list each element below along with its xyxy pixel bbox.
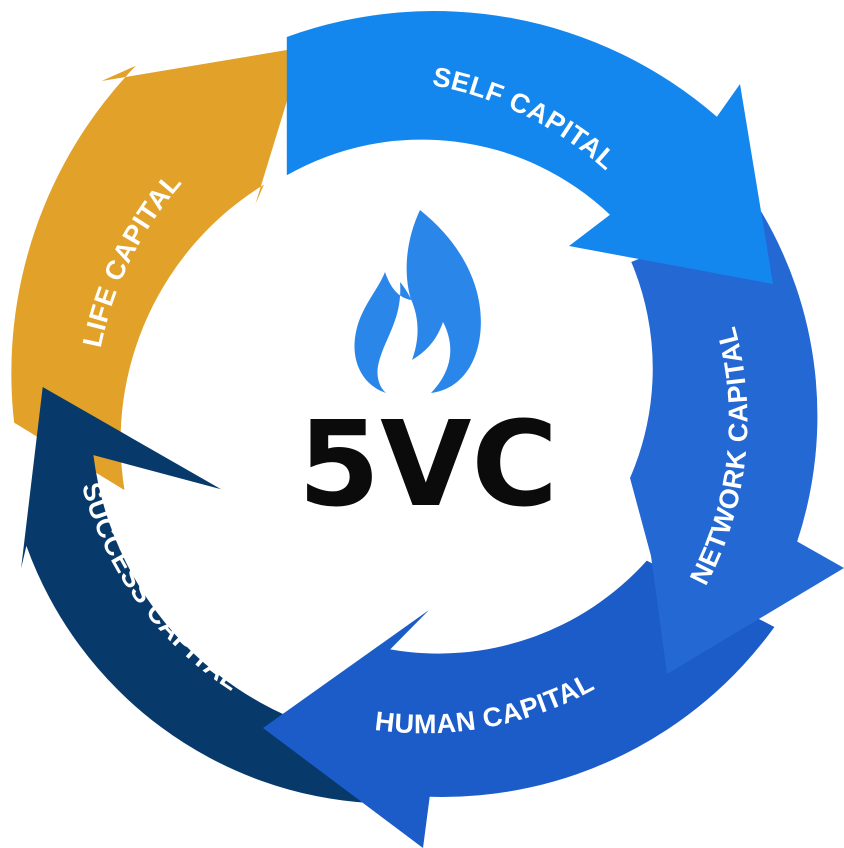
flame-icon: [354, 210, 481, 393]
self-capital-arrow: [286, 11, 773, 285]
network-capital-arrow: [630, 208, 844, 674]
human-capital-arrow: [263, 560, 775, 848]
segment-human: HUMAN CAPITAL: [263, 560, 775, 848]
life-capital-arrow: [11, 47, 304, 491]
segment-network: NETWORK CAPITAL: [630, 208, 844, 674]
segment-self: SELF CAPITAL: [286, 11, 773, 285]
center-title: 5VC: [298, 395, 558, 533]
flame-icon-outer: [354, 210, 481, 393]
